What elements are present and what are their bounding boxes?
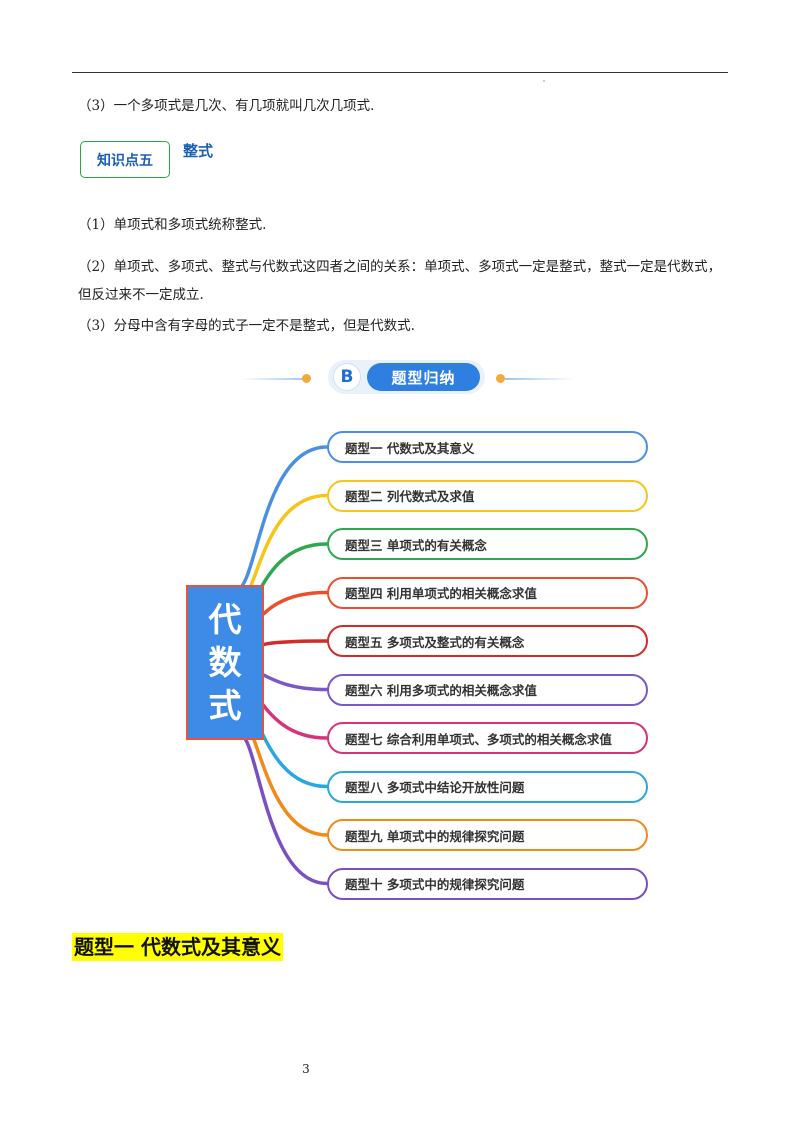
header-rule (72, 72, 728, 73)
mindmap-node-label: 题型五 多项式及整式的有关概念 (345, 634, 525, 650)
section-heading: 题型一 代数式及其意义 (72, 933, 283, 961)
mindmap-node-2: 题型二 列代数式及求值 (327, 479, 648, 512)
banner-letter: B (333, 363, 361, 391)
mindmap-center: 代 数 式 (186, 585, 264, 740)
mindmap-node-label: 题型八 多项式中结论开放性问题 (345, 780, 525, 795)
mindmap-node-7: 题型七 综合利用单项式、多项式的相关概念求值 (327, 722, 648, 754)
paragraph-2: （2）单项式、多项式、整式与代数式这四者之间的关系：单项式、多项式一定是整式，整… (78, 259, 722, 303)
mindmap-node-9: 题型九 单项式中的规律探究问题 (327, 819, 648, 851)
mindmap-node-3: 题型三 单项式的有关概念 (327, 528, 648, 560)
mindmap-node-6: 题型六 利用多项式的相关概念求值 (327, 673, 648, 706)
banner-dot-right (496, 374, 505, 383)
mindmap-node-label: 题型三 单项式的有关概念 (345, 537, 487, 553)
banner-line-left (240, 378, 310, 380)
mindmap-node-label: 题型六 利用多项式的相关概念求值 (345, 683, 537, 698)
header-dot (543, 80, 545, 82)
mindmap-node-label: 题型一 代数式及其意义 (345, 440, 475, 456)
mindmap-node-4: 题型四 利用单项式的相关概念求值 (327, 576, 648, 609)
mindmap-node-1: 题型一 代数式及其意义 (327, 431, 648, 463)
banner-dot-left (302, 374, 311, 383)
knowledge-point-title: 整式 (183, 142, 214, 160)
banner-title: 题型归纳 (367, 363, 480, 391)
page-number: 3 (302, 1062, 310, 1076)
connector-1 (236, 445, 329, 592)
mindmap-node-label: 题型四 利用单项式的相关概念求值 (345, 586, 537, 601)
center-char-2: 数 (208, 643, 242, 682)
mindmap-node-5: 题型五 多项式及整式的有关概念 (327, 625, 648, 657)
mindmap-node-10: 题型十 多项式中的规律探究问题 (327, 867, 648, 900)
paragraph-1: （1）单项式和多项式统称整式. (78, 217, 267, 233)
paragraph-top: （3）一个多项式是几次、有几项就叫几次几项式. (78, 98, 375, 114)
mindmap-node-label: 题型九 单项式中的规律探究问题 (345, 828, 525, 844)
banner-line-right (505, 378, 575, 380)
mindmap-node-label: 题型七 综合利用单项式、多项式的相关概念求值 (345, 731, 612, 747)
center-char-3: 式 (208, 686, 242, 725)
center-char-1: 代 (208, 600, 242, 639)
knowledge-point-badge: 知识点五 (80, 141, 170, 178)
mindmap-node-8: 题型八 多项式中结论开放性问题 (327, 770, 648, 803)
paragraph-3: （3）分母中含有字母的式子一定不是整式，但是代数式. (78, 318, 415, 334)
mindmap-node-label: 题型十 多项式中的规律探究问题 (345, 877, 525, 892)
mindmap-node-label: 题型二 列代数式及求值 (345, 489, 475, 504)
